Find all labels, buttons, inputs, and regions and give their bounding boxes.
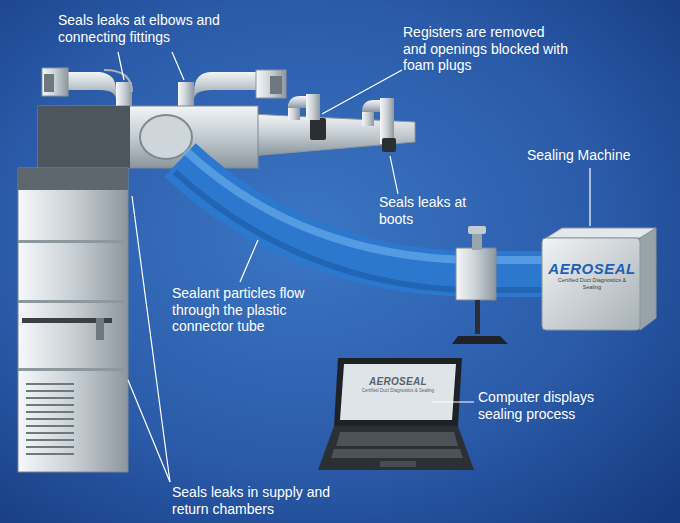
air-handler-part-part xyxy=(26,383,74,385)
trunk-duct-part xyxy=(380,98,394,144)
leader-lines-part xyxy=(432,401,474,402)
laptop-part-part xyxy=(331,449,463,458)
callout-label: Sealant particles flow through the plast… xyxy=(172,285,328,335)
air-handler-part xyxy=(18,168,128,472)
trunk-duct-part xyxy=(362,110,374,126)
brand-tagline: Certified Duct Diagnostics & Sealing xyxy=(350,388,446,393)
air-handler-part xyxy=(38,106,130,168)
sealing-machine xyxy=(542,228,656,330)
brand-logo-text: AEROSEAL xyxy=(350,376,446,388)
air-handler-part-part xyxy=(26,439,74,441)
sealing-machine-part xyxy=(640,228,656,330)
callout-label: Seals leaks at boots xyxy=(379,194,467,227)
air-handler-part xyxy=(26,384,74,454)
air-handler-part-part xyxy=(26,432,74,434)
supply-ducts-part xyxy=(104,70,132,92)
supply-ducts xyxy=(42,68,286,112)
leader-lines-part xyxy=(390,156,398,194)
leader-lines-part xyxy=(172,52,184,80)
laptop-part xyxy=(331,432,463,458)
air-handler-part-part xyxy=(26,404,74,406)
pressure-sensor-part xyxy=(472,232,482,250)
supply-ducts-part xyxy=(270,76,282,94)
pressure-sensor-part xyxy=(456,248,496,300)
pressure-sensor-part xyxy=(475,300,480,334)
air-handler-part xyxy=(96,318,104,340)
pressure-sensor xyxy=(452,226,508,344)
machine-face: AEROSEALCertified Duct Diagnostics & Sea… xyxy=(546,258,638,292)
callout-label: Computer displays sealing process xyxy=(478,389,608,422)
sealing-machine-part xyxy=(546,228,656,238)
brand-tagline: Certified Duct Diagnostics & Sealing xyxy=(548,277,636,290)
air-handler-part xyxy=(18,368,128,371)
trunk-duct-part xyxy=(382,138,396,152)
leader-lines-part xyxy=(322,70,402,114)
supply-ducts-part xyxy=(42,68,68,96)
supply-ducts-part xyxy=(194,72,258,100)
air-handler-part-part xyxy=(26,390,74,392)
trunk-duct-part xyxy=(310,118,326,140)
callout-label: Sealing Machine xyxy=(527,147,667,164)
leader-lines-part xyxy=(118,52,124,80)
laptop-screen: AEROSEALCertified Duct Diagnostics & Sea… xyxy=(348,374,448,395)
air-handler-part-part xyxy=(26,425,74,427)
supply-ducts-part xyxy=(44,74,54,92)
air-handler-part-part xyxy=(26,453,74,455)
laptop-part xyxy=(380,461,416,467)
laptop-part xyxy=(334,358,462,426)
leader-lines-part xyxy=(132,196,170,482)
laptop xyxy=(318,358,474,470)
connector-tube-part xyxy=(185,150,548,260)
callout-label: Registers are removed and openings block… xyxy=(403,24,571,74)
callout-label: Seals leaks in supply and return chamber… xyxy=(172,484,348,517)
brand-logo-text: AEROSEAL xyxy=(548,260,636,277)
laptop-part xyxy=(340,364,456,420)
pressure-sensor-part xyxy=(452,336,508,344)
air-handler-part-part xyxy=(26,446,74,448)
air-handler-part xyxy=(38,106,258,168)
callout-label: Seals leaks at elbows and connecting fit… xyxy=(58,12,230,45)
supply-ducts-part xyxy=(256,70,286,98)
trunk-duct xyxy=(250,94,415,156)
leader-lines-part xyxy=(589,168,590,226)
supply-ducts-part xyxy=(66,72,116,100)
air-handler-part-part xyxy=(26,411,74,413)
air-handler-part-part xyxy=(26,418,74,420)
air-handler-part xyxy=(18,300,128,303)
air-handler-part xyxy=(18,168,128,190)
air-handler-part-part xyxy=(26,397,74,399)
pressure-sensor-part xyxy=(468,226,486,234)
sealing-machine-part xyxy=(542,238,640,330)
air-handler-part xyxy=(18,240,128,243)
laptop-part-part xyxy=(336,432,458,446)
laptop-part xyxy=(318,426,474,470)
trunk-duct-part xyxy=(306,94,320,120)
leader-lines-part xyxy=(240,240,258,282)
